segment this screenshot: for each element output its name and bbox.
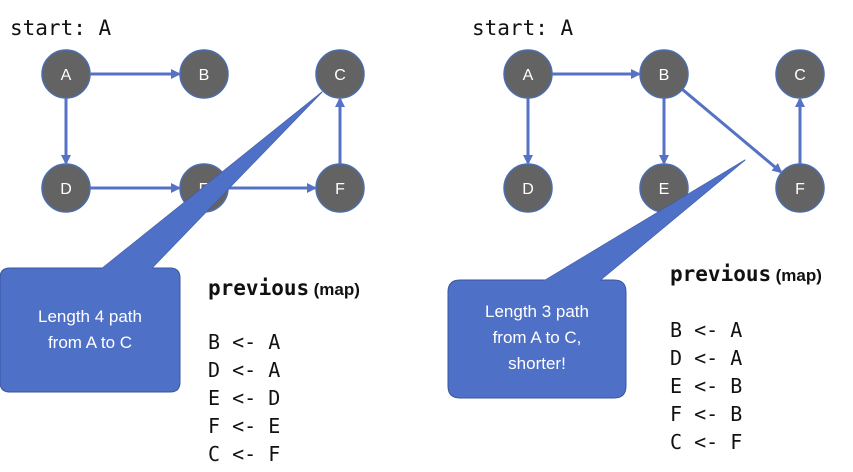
callout-text-right: Length 3 path from A to C, shorter!: [448, 278, 626, 398]
previous-entry: F <- E: [208, 414, 281, 438]
node-label: A: [523, 67, 534, 84]
previous-title-left: previous (map): [208, 276, 360, 300]
node-label: F: [335, 181, 345, 198]
node-d: D: [41, 163, 91, 213]
callout-line: from A to C,: [492, 328, 582, 347]
previous-list-right: B <- A D <- A E <- B F <- B C <- F: [670, 316, 742, 456]
edge-b-f: [681, 88, 783, 174]
previous-title-right: previous (map): [670, 262, 822, 286]
node-label: C: [334, 67, 346, 84]
node-c: C: [775, 49, 825, 99]
node-label: A: [61, 67, 72, 84]
previous-word: previous: [670, 262, 772, 286]
node-label: B: [199, 67, 210, 84]
previous-map-suffix: (map): [313, 280, 360, 299]
node-label: F: [795, 181, 805, 198]
previous-word: previous: [208, 276, 310, 300]
node-a: A: [41, 49, 91, 99]
previous-entry: D <- A: [670, 346, 743, 370]
previous-entry: F <- B: [670, 402, 743, 426]
node-label: B: [659, 67, 670, 84]
node-b: B: [639, 49, 689, 99]
callout-line: Length 4 path: [38, 307, 142, 326]
previous-entry: E <- D: [208, 386, 281, 410]
node-c: C: [315, 49, 365, 99]
previous-list-left: B <- A D <- A E <- D F <- E C <- F: [208, 328, 280, 468]
node-label: D: [522, 181, 534, 198]
start-label-right: start: A: [472, 16, 574, 40]
callout-text-left: Length 4 path from A to C: [0, 268, 180, 392]
previous-map-suffix: (map): [775, 266, 822, 285]
previous-entry: C <- F: [208, 442, 281, 466]
callout-line: from A to C: [47, 333, 133, 352]
previous-entry: E <- B: [670, 374, 743, 398]
previous-entry: B <- A: [208, 330, 281, 354]
callout-bubble: [0, 91, 323, 393]
callout-line: Length 3 path: [485, 302, 589, 321]
node-label: E: [659, 181, 670, 198]
node-f: F: [315, 163, 365, 213]
node-f: F: [775, 163, 825, 213]
node-label: C: [794, 67, 806, 84]
node-b: B: [179, 49, 229, 99]
node-a: A: [503, 49, 553, 99]
node-label: D: [60, 181, 72, 198]
callout-bubble: [447, 159, 746, 399]
previous-entry: D <- A: [208, 358, 281, 382]
start-label-left: start: A: [10, 16, 112, 40]
previous-entry: C <- F: [670, 430, 743, 454]
callout-line: shorter!: [508, 354, 566, 373]
node-d: D: [503, 163, 553, 213]
previous-entry: B <- A: [670, 318, 743, 342]
